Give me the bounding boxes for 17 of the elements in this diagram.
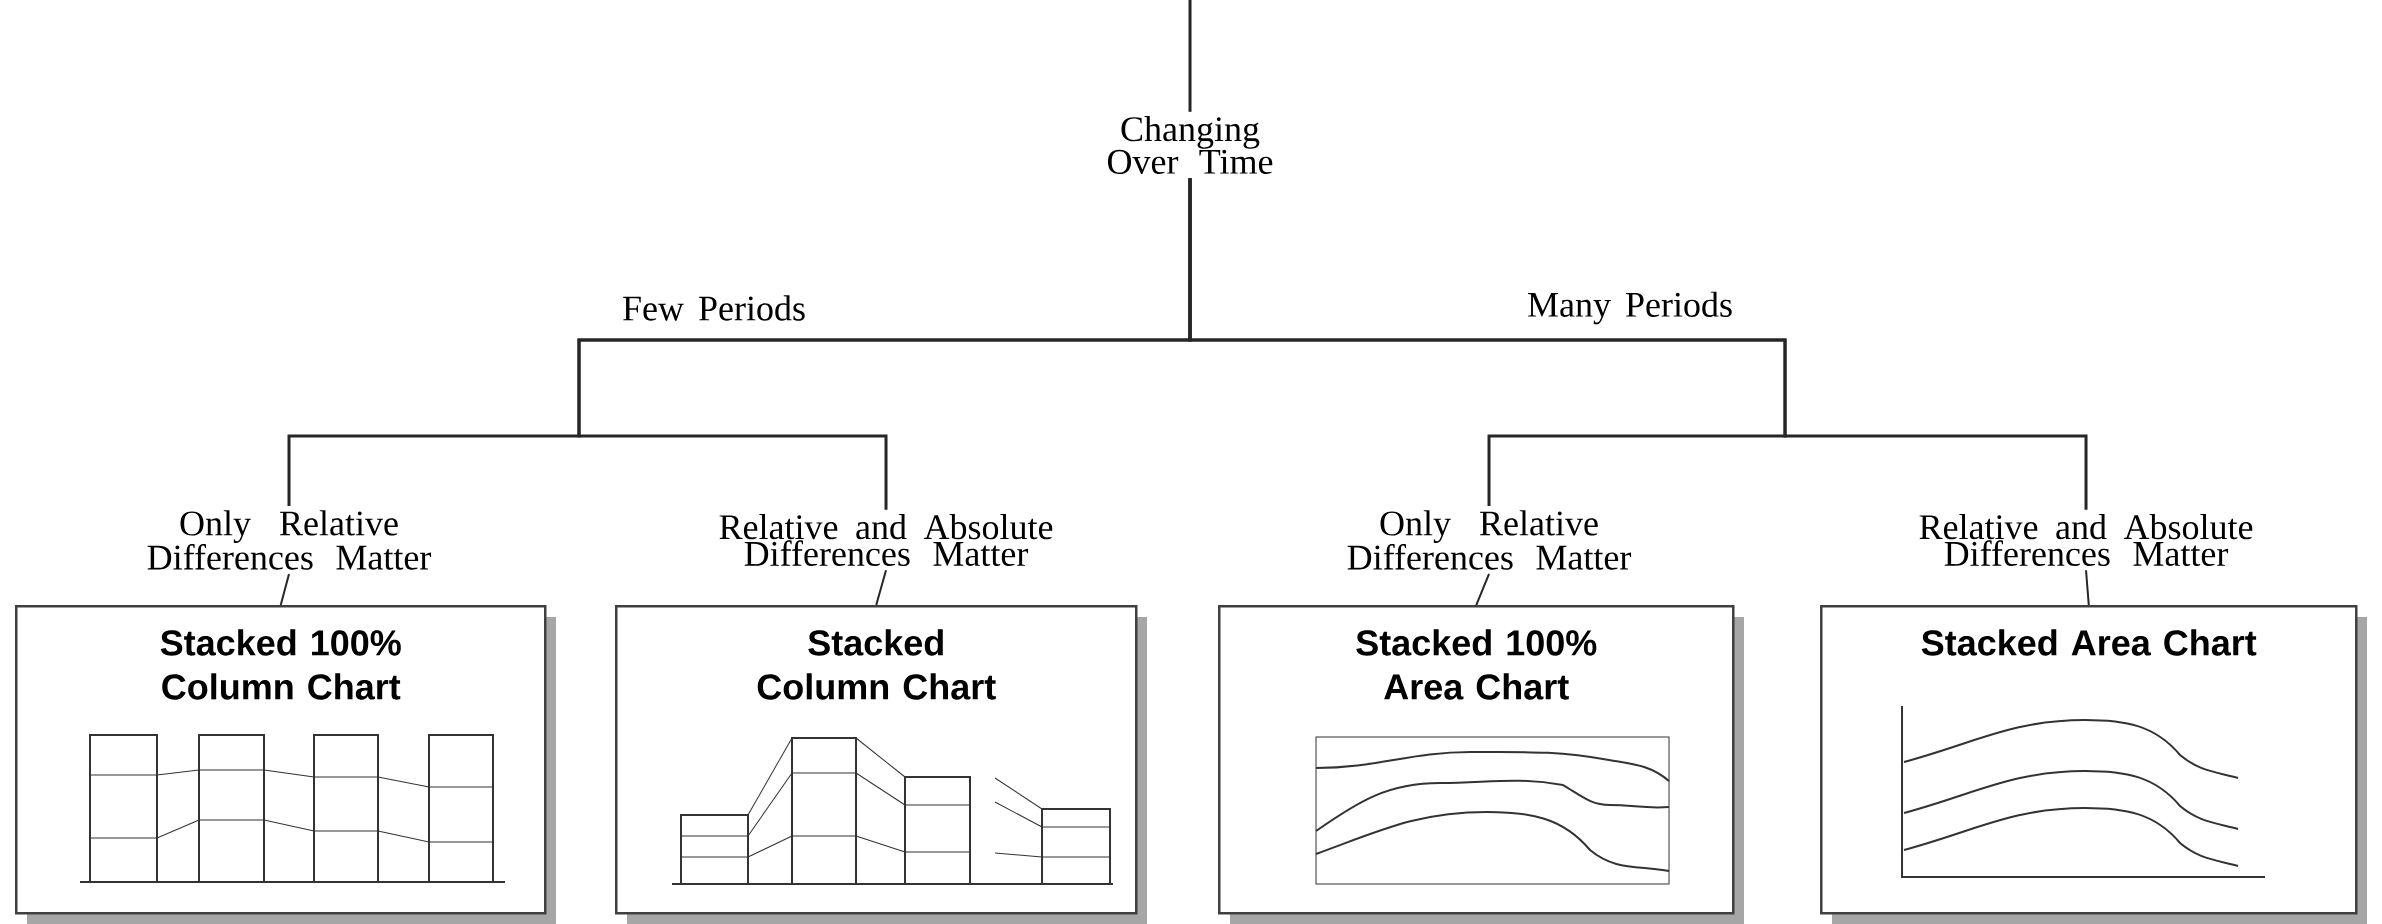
connector-line [875,569,887,606]
connector-line [1475,572,1490,606]
branch-label: Relative and Absolute Differences Matter [719,514,1053,566]
branch-label: Only Relative Differences Matter [1347,510,1632,570]
branch-label: Only Relative Differences Matter [147,510,432,570]
connector-line [1188,0,1192,112]
branch-label: Relative and Absolute Differences Matter [1919,514,2253,566]
edge-label: Few Periods [623,295,805,321]
chart-type-box: Stacked Column Chart [615,605,1147,924]
edge-label: Many Periods [1528,291,1732,325]
connector-line [279,572,290,606]
chart-type-box: Stacked 100% Column Chart [15,605,556,924]
chart-type-box: Stacked 100% Area Chart [1218,605,1744,924]
connector-line [1188,178,2088,510]
connector-line [2085,569,2090,606]
branch-label: Changing Over Time [1108,116,1273,174]
chart-type-box: Stacked Area Chart [1820,605,2368,924]
